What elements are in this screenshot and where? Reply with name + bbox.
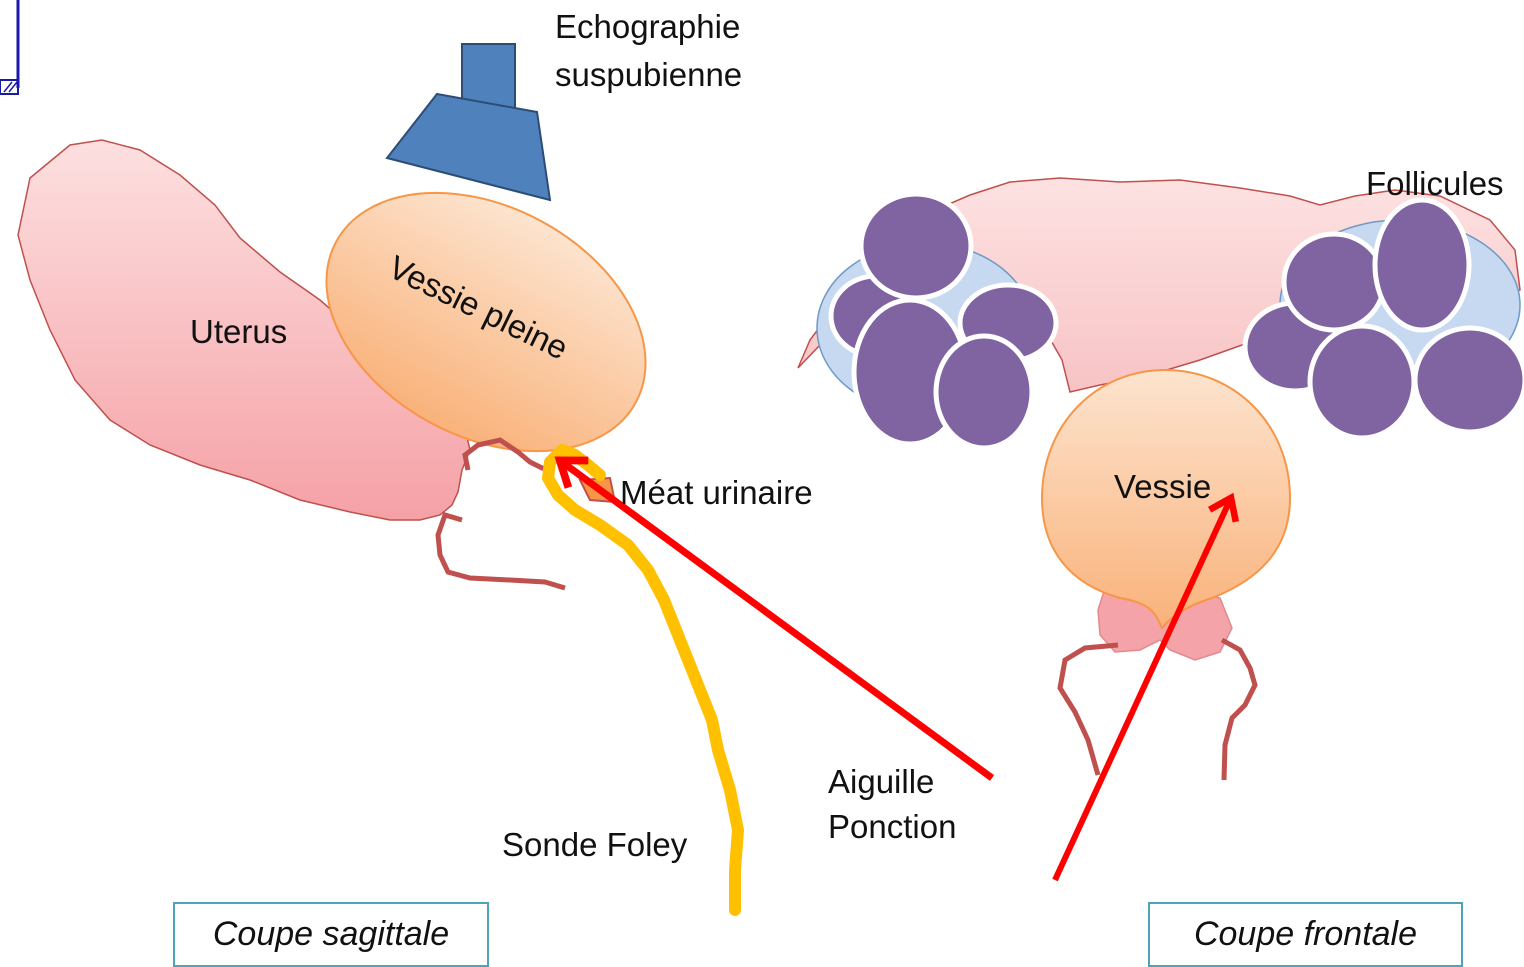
follicle [936, 336, 1032, 448]
foley-catheter-label: Sonde Foley [502, 826, 688, 863]
echography-label-line2: suspubienne [555, 56, 742, 93]
follicle [861, 194, 971, 298]
follicle [1375, 200, 1469, 330]
follicles-label: Follicules [1366, 165, 1504, 202]
uterus-label: Uterus [190, 313, 287, 350]
sagittal-caption: Coupe sagittale [173, 902, 489, 967]
follicle [1310, 326, 1414, 438]
frontal-caption: Coupe frontale [1148, 902, 1463, 967]
needle-label-line1: Aiguille [828, 763, 934, 800]
bladder-label: Vessie [1114, 468, 1211, 505]
corner-fragment [0, 0, 18, 94]
needle-label-line2: Ponction [828, 808, 956, 845]
follicle [1284, 234, 1384, 330]
echography-label-line1: Echographie [555, 8, 740, 45]
sagittal-view: Echographie suspubienne Uterus Vessie pl… [18, 8, 992, 910]
follicle [1415, 328, 1524, 432]
ultrasound-probe-icon [387, 44, 550, 200]
urinary-meatus-label: Méat urinaire [620, 474, 813, 511]
